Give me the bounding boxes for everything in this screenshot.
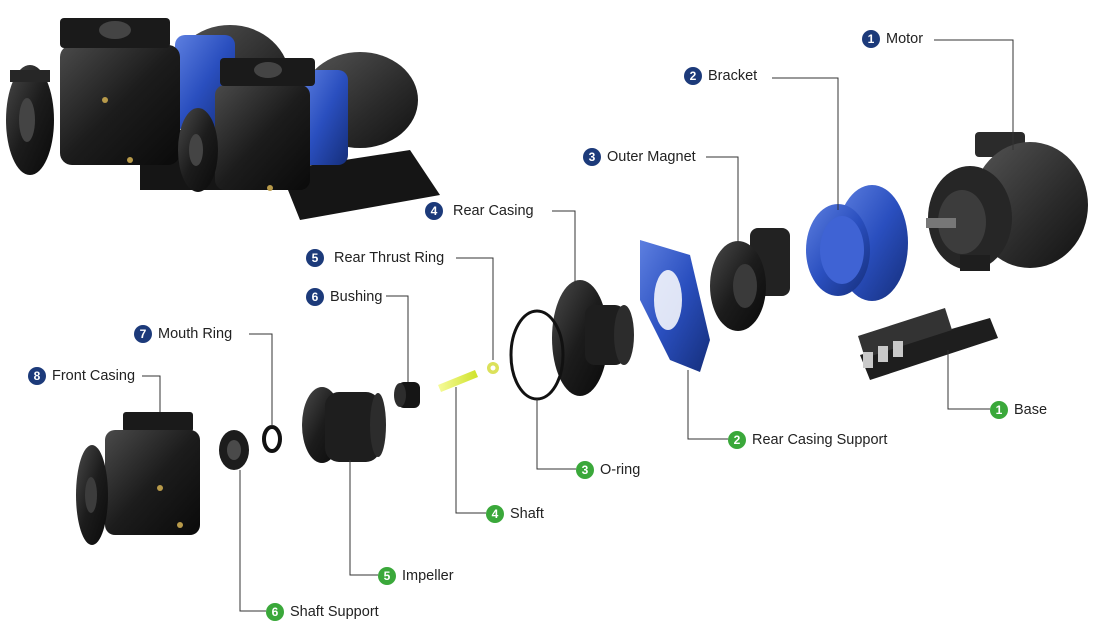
label-text: Motor [886, 31, 924, 47]
label-base: 1 Base [990, 401, 1047, 419]
label-text: Bushing [330, 289, 383, 305]
motor-part-image [926, 132, 1088, 271]
leader-front-casing [142, 375, 161, 412]
base-part-image [858, 308, 998, 380]
rear-casing-support-part-image [640, 240, 710, 372]
label-rear-casing-support: 2 Rear Casing Support [728, 431, 887, 449]
leader-bushing [386, 295, 409, 382]
number-badge: 6 [306, 288, 324, 306]
label-rear-casing: 4 Rear Casing [425, 202, 534, 220]
number-badge: 6 [266, 603, 284, 621]
label-mouth-ring: 7 Mouth Ring [134, 325, 232, 343]
rear-thrust-ring-part-image [487, 362, 499, 374]
bracket-part-image [806, 185, 908, 301]
label-text: O-ring [600, 462, 641, 478]
leader-oring [536, 399, 576, 470]
number-badge: 7 [134, 325, 152, 343]
label-text: Front Casing [52, 368, 136, 384]
label-rear-thrust-ring: 5 Rear Thrust Ring [306, 249, 444, 267]
label-text: Rear Casing Support [752, 432, 888, 448]
shaft-support-part-image [219, 430, 249, 470]
number-badge: 2 [728, 431, 746, 449]
shaft-part-image [438, 370, 478, 392]
leader-base [947, 350, 990, 410]
label-shaft: 4 Shaft [486, 505, 544, 523]
leader-outer-magnet [706, 156, 739, 245]
leader-lines [142, 39, 1014, 612]
number-badge: 5 [378, 567, 396, 585]
leader-impeller [349, 460, 378, 576]
leader-rear-casing [552, 210, 576, 288]
number-badge: 1 [862, 30, 880, 48]
mouth-ring-part-image [262, 425, 282, 453]
label-text: Outer Magnet [607, 149, 696, 165]
leader-shaft-support [239, 470, 266, 612]
label-text: Shaft [510, 506, 544, 522]
leader-motor [934, 39, 1014, 150]
label-oring: 3 O-ring [576, 461, 640, 479]
assembled-pump-small [102, 52, 440, 220]
leader-mouth-ring [249, 333, 273, 426]
label-text: Impeller [402, 568, 454, 584]
label-text: Bracket [708, 68, 758, 84]
label-motor: 1 Motor [862, 30, 923, 48]
number-badge: 5 [306, 249, 324, 267]
label-text: Shaft Support [290, 604, 379, 620]
number-badge: 2 [684, 67, 702, 85]
label-bushing: 6 Bushing [306, 288, 382, 306]
outer-magnet-part-image [710, 228, 790, 331]
number-badge: 3 [576, 461, 594, 479]
front-casing-part-image [76, 412, 200, 545]
number-badge: 8 [28, 367, 46, 385]
leader-rear-thrust-ring [456, 257, 494, 360]
label-text: Rear Thrust Ring [334, 250, 445, 266]
label-front-casing: 8 Front Casing [28, 367, 135, 385]
label-shaft-support: 6 Shaft Support [266, 603, 379, 621]
leader-bracket [772, 77, 839, 210]
label-text: Mouth Ring [158, 326, 233, 342]
bushing-part-image [394, 382, 420, 408]
label-bracket: 2 Bracket [684, 67, 757, 85]
leader-shaft [455, 387, 486, 514]
assembled-pumps-image [6, 18, 440, 220]
label-impeller: 5 Impeller [378, 567, 454, 585]
label-text: Rear Casing [453, 203, 534, 219]
number-badge: 1 [990, 401, 1008, 419]
leader-rear-casing-support [687, 370, 728, 440]
number-badge: 3 [583, 148, 601, 166]
number-badge: 4 [486, 505, 504, 523]
label-text: Base [1014, 402, 1048, 418]
label-outer-magnet: 3 Outer Magnet [583, 148, 696, 166]
impeller-part-image [302, 387, 386, 463]
number-badge: 4 [425, 202, 443, 220]
rear-casing-part-image [552, 280, 634, 396]
